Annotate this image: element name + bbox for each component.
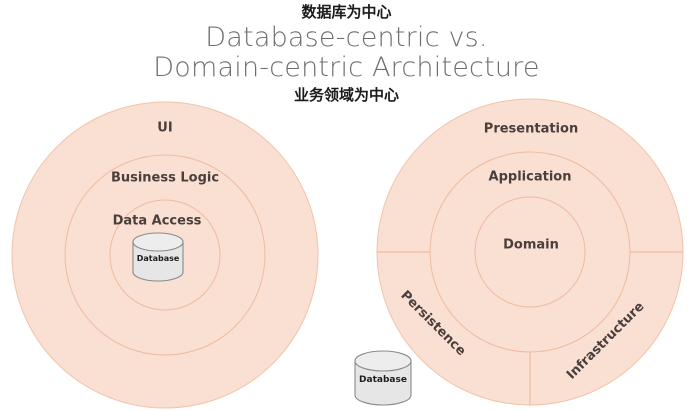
chinese-annotation-top: 数据库为中心 xyxy=(301,3,392,21)
cylinder-icon xyxy=(354,350,412,406)
left-label-ui: UI xyxy=(157,120,173,136)
title-block: 数据库为中心 Database-centric vs. Domain-centr… xyxy=(0,0,693,105)
left-label-business-logic: Business Logic xyxy=(110,170,220,186)
right-label-domain: Domain xyxy=(503,237,559,253)
database-cylinder-external: Database xyxy=(352,350,414,406)
chinese-annotation-bottom: 业务领域为中心 xyxy=(293,86,399,104)
database-cylinder-left: Database xyxy=(130,232,186,282)
title-line-2: Domain-centric Architecture xyxy=(153,52,540,83)
title-line-1: Database-centric vs. xyxy=(205,22,488,53)
right-ring-inner-domain xyxy=(474,196,586,308)
database-cylinder-left-label: Database xyxy=(136,254,180,263)
page-title: Database-centric vs. Domain-centric Arch… xyxy=(0,23,693,83)
left-label-data-access: Data Access xyxy=(112,213,202,229)
database-cylinder-external-label: Database xyxy=(359,375,407,385)
right-label-presentation: Presentation xyxy=(483,121,579,137)
right-label-application: Application xyxy=(488,169,572,185)
cylinder-icon xyxy=(132,232,184,282)
right-circle-group xyxy=(376,98,684,406)
